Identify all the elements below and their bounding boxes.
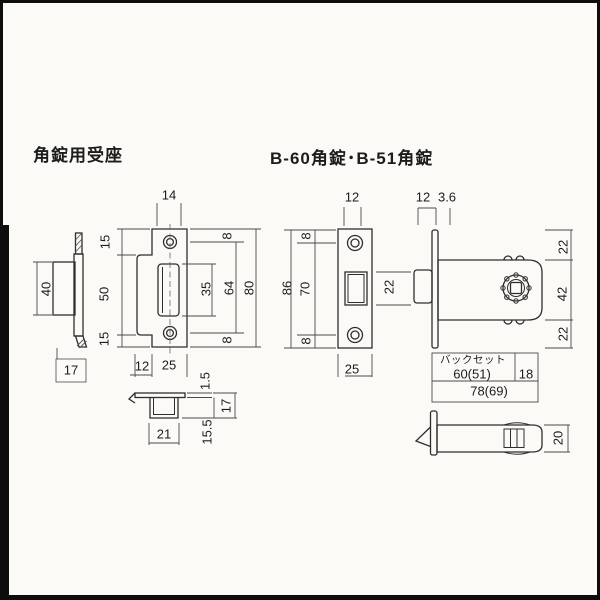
dimension-label-faceplate-thickness: 3.6 [437, 189, 457, 205]
latch-bolt [413, 269, 433, 304]
dimension-label-strike-section-depth: 17 [218, 398, 234, 414]
strike-flange [134, 392, 186, 399]
strike-section-view [127, 392, 186, 419]
latch-side-view [413, 229, 543, 349]
dimension-label-strike-hole-width: 14 [161, 187, 177, 203]
strike-box-section-outer [149, 397, 179, 419]
dimension-label-case-thickness: 20 [550, 430, 566, 446]
dimension-label-faceplate-height: 86 [279, 280, 295, 296]
faceplate-latch-hole [344, 271, 368, 306]
dimension-label-faceplate-width: 25 [344, 361, 360, 377]
latch-bottom-view [414, 410, 543, 456]
dimension-label-face-hole-width: 12 [344, 189, 360, 205]
dimension-label-case-height-42: 42 [554, 286, 570, 302]
screw-hole [346, 326, 364, 344]
dimension-label-faceplate-screw-pitch: 70 [297, 281, 313, 297]
dimension-label-strike-box-depth: 17 [63, 362, 79, 378]
latch-bolt-bevel [414, 426, 431, 448]
dimension-label-strike-flange-thickness: 1.5 [197, 371, 213, 391]
latch-faceplate-edge [431, 229, 439, 349]
strike-plate-bottom-tab [74, 335, 88, 348]
dimension-label-faceplate-bottom-8: 8 [298, 337, 314, 345]
dimension-label-bolt-thickness: 12 [415, 189, 431, 205]
strike-box-section-inner [153, 397, 175, 415]
latch-bottom-dimension-lines [544, 424, 570, 453]
latch-case-bottom [436, 424, 543, 453]
strike-plate-top-tab [74, 232, 83, 255]
latch-side-dimension-lines [417, 207, 573, 349]
spindle-hub-bottom [503, 428, 525, 448]
dimension-label-strike-wing-height: 50 [96, 286, 112, 302]
strike-flange-lip [127, 392, 136, 404]
dimension-label-strike-wing-width: 12 [134, 358, 150, 374]
strike-section-dimension-lines [148, 392, 237, 445]
dimension-label-strike-box-height: 40 [38, 281, 54, 297]
dimension-label-strike-plate-bot-margin: 15 [96, 331, 112, 347]
strike-front-dimension-lines [117, 203, 261, 377]
case-tab [503, 255, 525, 261]
screw-hole [350, 238, 360, 248]
strike-box-body [52, 261, 76, 316]
dimension-label-case-bottom-22: 22 [555, 326, 571, 342]
left-drawing-title: 角錠用受座 [33, 146, 123, 165]
dimension-label-strike-top-8: 8 [219, 232, 235, 240]
dimension-label-faceplate-top-8: 8 [298, 232, 314, 240]
latch-front-view [337, 228, 373, 349]
backset-edge-value: 18 [518, 366, 534, 382]
dimension-label-strike-box-inner-depth: 15.5 [199, 419, 215, 445]
right-drawing-title: B-60角錠･B-51角錠 [270, 149, 434, 168]
backset-label: バックセット [440, 353, 506, 366]
backset-value: 60(51) [453, 366, 491, 382]
latch-front-dimension-lines [284, 207, 411, 377]
screw-hole [346, 234, 364, 252]
dimension-label-strike-plate-height: 80 [241, 280, 257, 296]
dimension-label-strike-hole-height: 35 [198, 281, 214, 297]
dimension-label-strike-box-width: 21 [156, 426, 172, 442]
faceplate-outline [337, 228, 373, 349]
strike-plate-outline [136, 228, 188, 348]
dimension-label-strike-bottom-8: 8 [219, 336, 235, 344]
dimension-label-strike-plate-top-margin: 15 [97, 234, 113, 250]
case-tab [503, 319, 525, 325]
dimension-label-bolt-height: 22 [381, 279, 397, 295]
strike-front-view [136, 224, 188, 356]
dimension-label-strike-plate-width: 25 [161, 357, 177, 373]
strike-side-view [52, 232, 88, 349]
latch-faceplate-edge [429, 410, 438, 456]
strike-side-dimension-lines [33, 261, 87, 383]
screw-hole [350, 330, 360, 340]
latch-case [437, 259, 543, 321]
strike-latch-hole [157, 263, 180, 317]
spindle-hub [500, 272, 532, 304]
backset-table-frame [431, 352, 539, 403]
backset-total-value: 78(69) [470, 383, 508, 399]
dimension-label-case-top-22: 22 [555, 239, 571, 255]
dimension-label-strike-screw-pitch: 64 [221, 280, 237, 296]
